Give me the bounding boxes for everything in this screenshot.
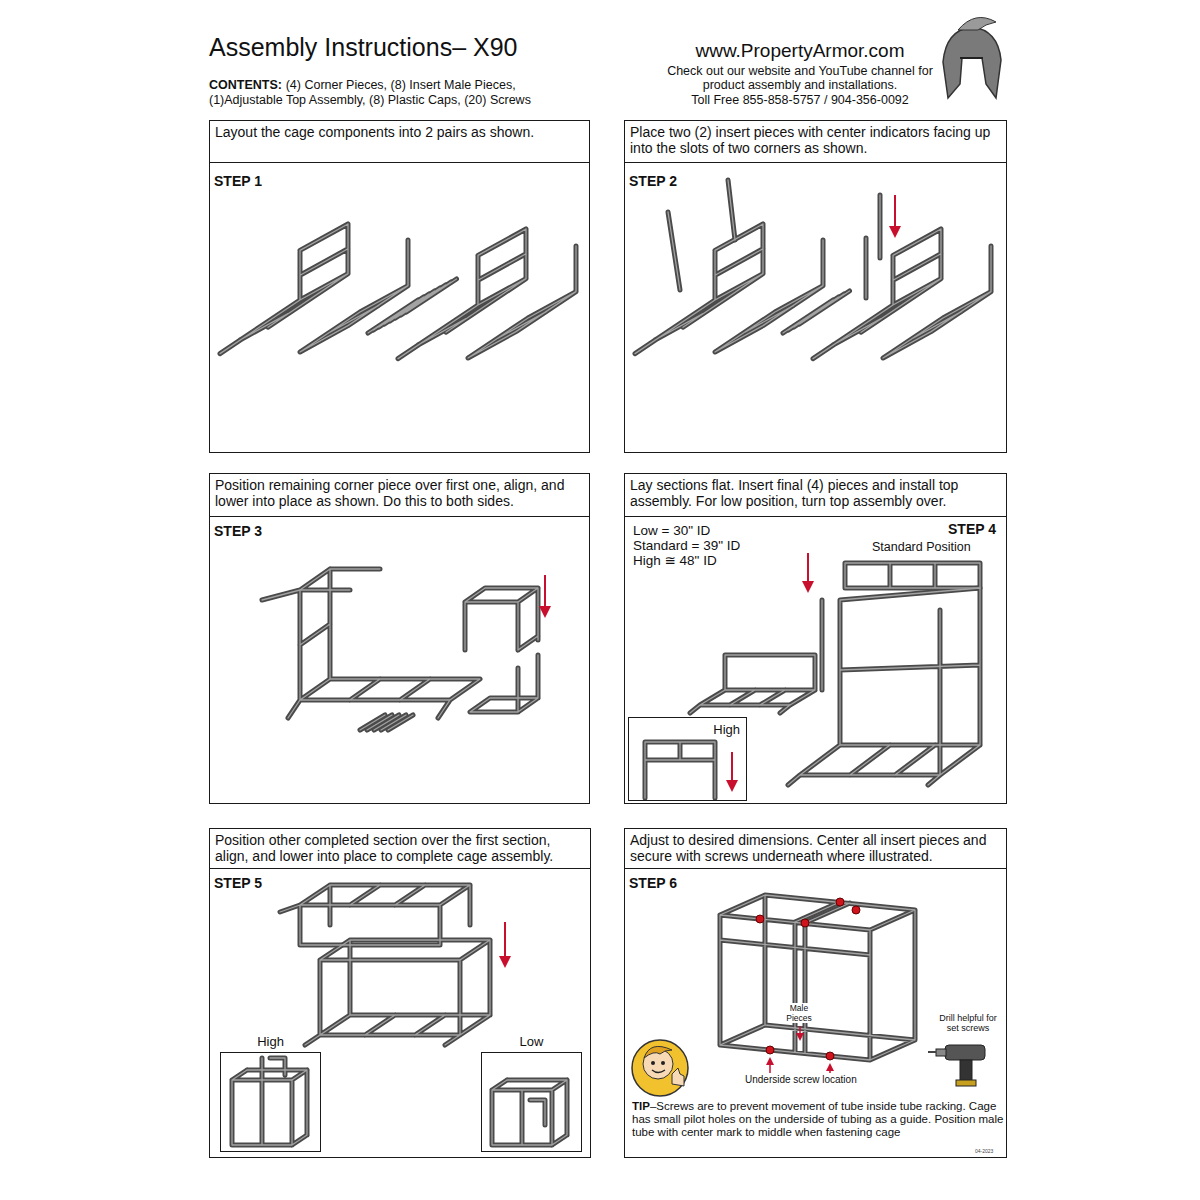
tube-line — [928, 1051, 936, 1053]
tube-line — [889, 226, 901, 238]
tube-line — [769, 1064, 771, 1073]
red-arrows — [499, 195, 901, 1073]
screw-dots — [756, 898, 860, 1060]
note-part: –Screws are to prevent movement of tube … — [632, 1100, 1003, 1138]
mascot-icon — [632, 1040, 688, 1096]
tube-line — [960, 57, 983, 59]
step-instruction: Lay sections flat. Insert final (4) piec… — [630, 477, 1001, 509]
tube-line — [766, 1046, 774, 1054]
tube-line — [731, 752, 733, 782]
note-part: CONTENTS: — [209, 78, 282, 92]
tube-line — [958, 18, 996, 31]
step-number: STEP 2 — [629, 173, 677, 189]
tube-line — [852, 906, 860, 914]
tube-line — [894, 195, 896, 228]
step-instruction: Place two (2) insert pieces with center … — [630, 124, 1001, 156]
step-panel: Lay sections flat. Insert final (4) piec… — [624, 473, 1007, 804]
step-number: STEP 1 — [214, 173, 262, 189]
tube-line — [756, 915, 764, 923]
note-text: www.PropertyArmor.com — [650, 40, 950, 62]
tube-line — [766, 1057, 774, 1065]
tube-line — [943, 27, 1001, 98]
tube-line — [499, 956, 511, 968]
tube-line — [726, 780, 738, 792]
step-instruction-band: Place two (2) insert pieces with center … — [625, 121, 1006, 163]
tube-line — [652, 1070, 665, 1073]
tube-line — [632, 1040, 688, 1096]
tube-line — [539, 606, 551, 618]
step-number: STEP 3 — [214, 523, 262, 539]
note-text: Check out our website and YouTube channe… — [650, 64, 950, 92]
drill-icon — [928, 1045, 985, 1086]
tube-line — [796, 1033, 804, 1041]
step-number: STEP 6 — [629, 875, 677, 891]
inset-label: Low — [482, 1034, 581, 1049]
inset-label: High — [713, 722, 740, 737]
tube-line — [826, 1063, 834, 1071]
tube-line — [504, 922, 506, 958]
note-text: Drill helpful for set screws — [934, 1013, 1002, 1033]
step-instruction: Layout the cage components into 2 pairs … — [215, 124, 584, 140]
tube-line — [802, 581, 814, 593]
tube-line — [651, 1061, 655, 1065]
tube-line — [544, 575, 546, 608]
step-instruction-band: Lay sections flat. Insert final (4) piec… — [625, 474, 1006, 517]
inset-label: High — [221, 1034, 320, 1049]
step-panel: Layout the cage components into 2 pairs … — [209, 120, 590, 453]
step-instruction: Position remaining corner piece over fir… — [215, 477, 584, 509]
step-number: STEP 4 — [948, 521, 996, 537]
note-text: CONTENTS:(4) Corner Pieces, (8) Insert M… — [209, 78, 585, 108]
step-instruction-band: Position other completed section over th… — [210, 829, 590, 869]
helmet-logo — [943, 18, 1001, 99]
note-text: 04-2023 — [975, 1148, 1003, 1154]
step-instruction-band: Adjust to desired dimensions. Center all… — [625, 829, 1006, 869]
tube-line — [945, 1045, 985, 1060]
step-panel: Position other completed section over th… — [209, 828, 591, 1158]
step-instruction: Position other completed section over th… — [215, 832, 585, 864]
step-instruction-band: Position remaining corner piece over fir… — [210, 474, 589, 517]
page-title: Assembly Instructions– X90 — [209, 32, 517, 62]
note-text: Standard = 39" ID — [633, 538, 793, 553]
step-number: STEP 5 — [214, 875, 262, 891]
tube-line — [960, 1060, 972, 1082]
tube-line — [672, 1068, 684, 1086]
note-part: TIP — [632, 1100, 650, 1112]
tube-line — [801, 919, 809, 927]
tube-highlight — [220, 180, 991, 1145]
tube-line — [826, 1052, 834, 1060]
note-text: Male Pieces — [782, 1003, 816, 1023]
note-text: TIP–Screws are to prevent movement of tu… — [632, 1100, 1004, 1139]
inset-box: High — [628, 717, 747, 801]
tube-line — [836, 898, 844, 906]
note-text: Low = 30" ID — [633, 523, 793, 538]
note-text: High ≅ 48" ID — [633, 553, 793, 568]
inset-box: High — [220, 1052, 321, 1152]
tube-outline — [220, 180, 991, 1145]
tube-line — [799, 1026, 801, 1034]
tube-line — [807, 553, 809, 583]
step-instruction-band: Layout the cage components into 2 pairs … — [210, 121, 589, 163]
tube-line — [644, 1046, 672, 1058]
note-text: Underside screw location — [745, 1074, 857, 1086]
note-text: Standard Position — [872, 540, 1000, 555]
tube-line — [661, 1061, 665, 1065]
inset-box: Low — [481, 1052, 582, 1152]
step-panel: Place two (2) insert pieces with center … — [624, 120, 1007, 453]
tube-line — [936, 1049, 946, 1056]
tube-line — [956, 1080, 976, 1086]
step-panel: Position remaining corner piece over fir… — [209, 473, 590, 804]
step-instruction: Adjust to desired dimensions. Center all… — [630, 832, 1001, 864]
note-text: Toll Free 855-858-5757 / 904-356-0092 — [650, 93, 950, 107]
